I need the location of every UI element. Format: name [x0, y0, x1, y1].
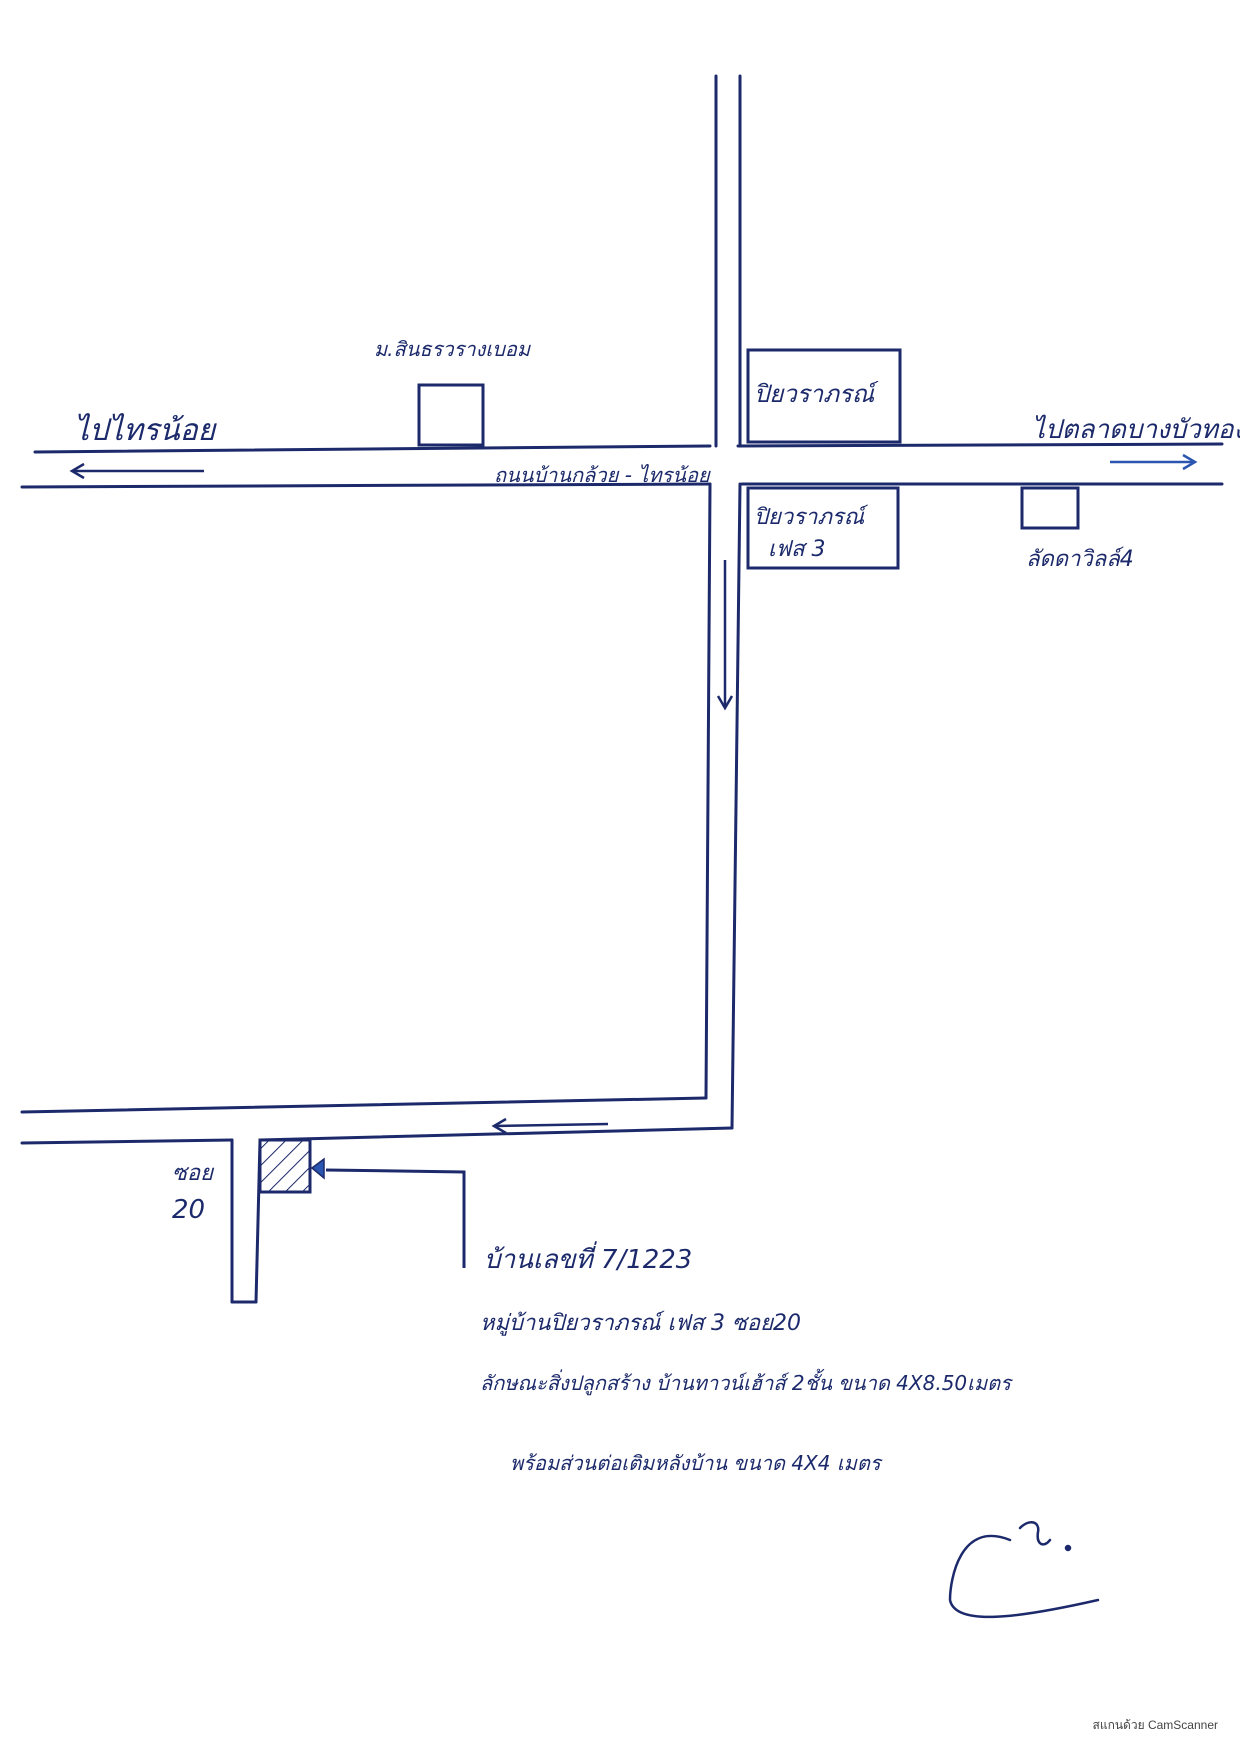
village-phase3-building	[746, 486, 900, 570]
note-line-4: พร้อมส่วนต่อเติมหลังบ้าน ขนาด 4X4 เมตร	[510, 1451, 883, 1475]
village-top-building	[746, 348, 902, 444]
arrow-to-soi	[491, 1117, 609, 1135]
target-house	[258, 1138, 312, 1194]
label-phase3: เฟส 3	[768, 537, 826, 562]
label-soi-number: 20	[172, 1195, 205, 1225]
school-building	[417, 383, 485, 447]
note-line-1: บ้านเลขที่ 7/1223	[484, 1241, 692, 1275]
note-line-3: ลักษณะสิ่งปลูกสร้าง บ้านทาวน์เฮ้าส์ 2ชั้…	[480, 1368, 1013, 1396]
arrow-to-right	[1110, 453, 1198, 471]
scanner-watermark: สแกนด้วย CamScanner	[1092, 1718, 1218, 1732]
label-soi-word: ซอย	[172, 1161, 215, 1186]
label-village-phase3: ปิยวราภรณ์	[754, 504, 869, 530]
signature	[948, 1520, 1100, 1619]
arrow-to-left	[69, 462, 204, 480]
label-village-top: ปิยวราภรณ์	[754, 380, 879, 408]
label-to-right: ไปตลาดบางบัวทอง	[1032, 414, 1240, 445]
label-school: ม.สินธรวรางเบอม	[374, 337, 532, 361]
vertical-road	[704, 74, 742, 1130]
label-to-left: ไปไทรน้อย	[74, 413, 218, 448]
note-line-2: หมู่บ้านปิยวราภรณ์ เฟส 3 ซอย20	[480, 1310, 801, 1336]
target-marker-icon	[310, 1157, 325, 1180]
arrow-down-vertical	[716, 560, 734, 711]
main-road	[20, 442, 1224, 489]
label-main-road: ถนนบ้านกล้วย - ไทรน้อย	[494, 463, 711, 487]
label-shop: ลัดดาวิลล์4	[1026, 546, 1134, 572]
note-pointer	[325, 1168, 466, 1268]
shop-building	[1020, 486, 1080, 530]
